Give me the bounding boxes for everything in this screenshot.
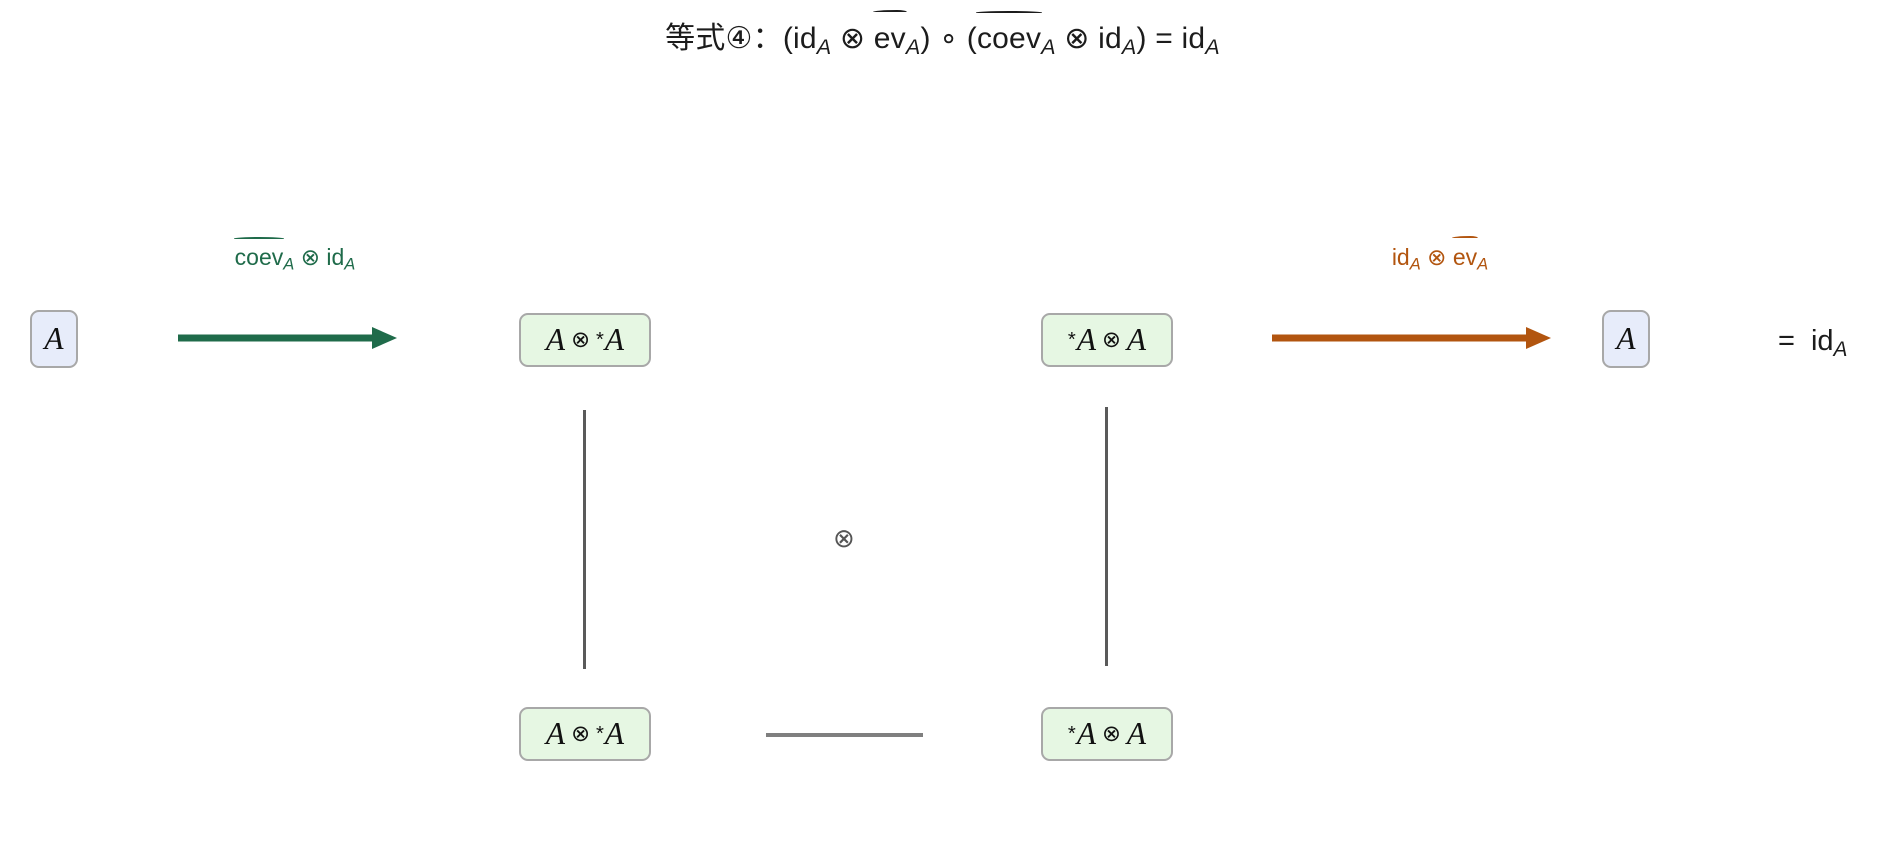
horizontal-connector <box>766 733 923 737</box>
right-label-ev: ev <box>1452 244 1478 270</box>
vertical-connector-right <box>1105 407 1108 666</box>
title-expr-close-1: ) <box>920 22 931 55</box>
right-arrow[interactable] <box>1270 322 1552 354</box>
left-arrow[interactable] <box>176 322 398 354</box>
object-bottom-right[interactable]: *A⊗A <box>1041 707 1173 761</box>
tail-equals-sign: = <box>1778 325 1795 357</box>
page-title: 等式④：(idA ⊗ evA) ∘ (coevA ⊗ idA) = idA <box>0 9 1885 61</box>
coev-hat-group: coev <box>233 237 285 271</box>
tail-id-sub: A <box>1833 337 1848 361</box>
title-expr-close-2: ) <box>1136 22 1147 55</box>
right-label-sub-2: A <box>1477 254 1489 274</box>
object-source-A[interactable]: A <box>30 310 78 368</box>
object-top-left-right: A <box>604 322 625 357</box>
object-top-right-tensor: ⊗ <box>1101 327 1121 352</box>
title-sub-3: A <box>1041 34 1056 60</box>
tilde-accent-icon <box>872 9 907 12</box>
ev-tilde-group: ev <box>1451 236 1479 271</box>
object-bottom-left-star: * <box>596 722 604 745</box>
title-circled-number: ④ <box>725 22 753 55</box>
object-top-left-tensor: ⊗ <box>571 327 591 352</box>
tilde-accent-icon <box>1451 236 1479 239</box>
title-equals: = <box>1146 22 1182 55</box>
title-expr-open: (id <box>782 22 817 55</box>
title-sub-5: A <box>1205 34 1220 60</box>
title-tensor-2: ⊗ <box>1055 22 1099 55</box>
right-arrow-label: idA ⊗ evA <box>1340 236 1540 275</box>
object-bottom-left[interactable]: A⊗*A <box>519 707 651 761</box>
title-compose: ∘ <box>930 22 967 55</box>
overline-accent-icon <box>975 11 1043 13</box>
center-tensor-icon: ⊗ <box>833 523 855 553</box>
title-coev-text: coev <box>976 22 1042 55</box>
title-ev-text: ev <box>873 22 906 55</box>
left-label-sub-2: A <box>344 254 356 274</box>
title-sub-1: A <box>816 34 832 60</box>
title-colon: ： <box>752 22 783 55</box>
object-top-left-left: A <box>545 322 566 357</box>
object-top-right[interactable]: *A⊗A <box>1041 313 1173 367</box>
left-label-coev: coev <box>234 244 284 270</box>
title-id-2: id <box>1098 22 1122 55</box>
right-label-sub-1: A <box>1409 254 1421 274</box>
object-target-A[interactable]: A <box>1602 310 1650 368</box>
title-id-3: id <box>1181 22 1206 55</box>
title-tensor-1: ⊗ <box>831 22 874 55</box>
left-label-id: id <box>326 244 345 270</box>
object-top-right-right: A <box>1126 322 1147 357</box>
object-target-A-label: A <box>1616 321 1636 356</box>
title-ev-tilde: ev <box>872 9 907 58</box>
object-top-left-star: * <box>596 328 604 351</box>
object-bottom-right-left: A <box>1076 716 1096 751</box>
title-expr-open-2: ( <box>966 22 977 55</box>
object-bottom-left-left: A <box>545 716 566 751</box>
object-bottom-right-right: A <box>1126 716 1147 751</box>
title-sub-4: A <box>1121 34 1137 60</box>
title-sub-2: A <box>905 34 921 60</box>
object-top-right-left: A <box>1076 322 1096 357</box>
overline-accent-icon <box>233 237 285 240</box>
object-bottom-right-star: * <box>1067 722 1076 745</box>
tail-id: id <box>1810 325 1834 357</box>
object-top-right-star: * <box>1067 328 1076 351</box>
vertical-connector-left <box>583 410 586 669</box>
object-source-A-label: A <box>44 321 64 356</box>
left-label-tensor: ⊗ <box>294 244 327 270</box>
right-label-tensor: ⊗ <box>1420 244 1453 270</box>
tail-equation: = idA <box>1778 325 1847 362</box>
object-top-left[interactable]: A⊗*A <box>519 313 651 367</box>
title-coev-hat: coev <box>975 11 1043 58</box>
left-arrow-label: coevA ⊗ idA <box>180 237 410 275</box>
object-bottom-left-tensor: ⊗ <box>571 721 591 746</box>
left-label-sub-1: A <box>283 254 295 274</box>
object-bottom-right-tensor: ⊗ <box>1101 721 1121 746</box>
right-label-id: id <box>1391 244 1410 270</box>
object-bottom-left-right: A <box>604 716 625 751</box>
title-prefix: 等式 <box>665 22 726 55</box>
